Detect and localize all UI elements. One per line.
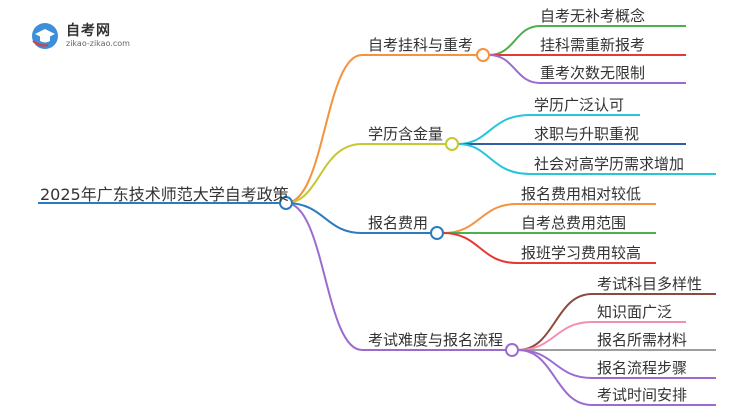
- leaf-node: 考试时间安排: [597, 386, 688, 404]
- leaf-node: 挂科需重新报考: [540, 36, 646, 54]
- leaf-node: 报名费用相对较低: [521, 185, 642, 203]
- leaf-node: 知识面广泛: [597, 303, 673, 321]
- leaf-node: 求职与升职重视: [534, 125, 640, 143]
- leaf-node: 社会对高学历需求增加: [534, 155, 685, 173]
- connector-root-branch-2: [285, 143, 363, 204]
- connector-b4-leaf-5: [517, 349, 716, 406]
- connector-root-branch-3: [285, 202, 363, 234]
- connector-b1-leaf-3: [488, 54, 686, 84]
- root-node: 2025年广东技术师范大学自考政策: [40, 185, 289, 204]
- connector-b4-leaf-2: [517, 321, 686, 351]
- leaf-node: 重考次数无限制: [540, 64, 646, 82]
- logo-title: 自考网: [66, 23, 111, 39]
- site-logo: 自考网 zikao-zikao.com: [30, 15, 150, 55]
- branch-node-2: 学历含金量: [368, 125, 444, 143]
- branch-3-junction: [430, 226, 444, 240]
- connector-root-branch-4: [285, 202, 363, 351]
- connector-b2-leaf-3: [457, 143, 716, 175]
- graduation-cap-icon: [32, 23, 58, 49]
- leaf-node: 学历广泛认可: [534, 96, 625, 114]
- branch-2-junction: [445, 137, 459, 151]
- leaf-node: 报班学习费用较高: [521, 244, 642, 262]
- logo-subtitle: zikao-zikao.com: [66, 39, 130, 48]
- branch-node-4: 考试难度与报名流程: [368, 331, 504, 349]
- leaf-node: 报名所需材料: [597, 331, 688, 349]
- connector-b2-leaf-1: [457, 114, 640, 145]
- root-junction: [279, 196, 293, 210]
- connector-b3-leaf-1: [442, 203, 656, 234]
- branch-1-junction: [476, 48, 490, 62]
- leaf-node: 自考无补考概念: [540, 7, 646, 25]
- branch-4-junction: [505, 343, 519, 357]
- leaf-node: 考试科目多样性: [597, 275, 703, 293]
- connector-b4-leaf-1: [517, 293, 716, 351]
- leaf-node: 自考总费用范围: [521, 214, 627, 232]
- branch-node-1: 自考挂科与重考: [368, 36, 474, 54]
- leaf-node: 报名流程步骤: [597, 359, 688, 377]
- connector-root-branch-1: [285, 54, 363, 204]
- branch-node-3: 报名费用: [368, 214, 429, 232]
- connector-b3-leaf-3: [442, 232, 656, 264]
